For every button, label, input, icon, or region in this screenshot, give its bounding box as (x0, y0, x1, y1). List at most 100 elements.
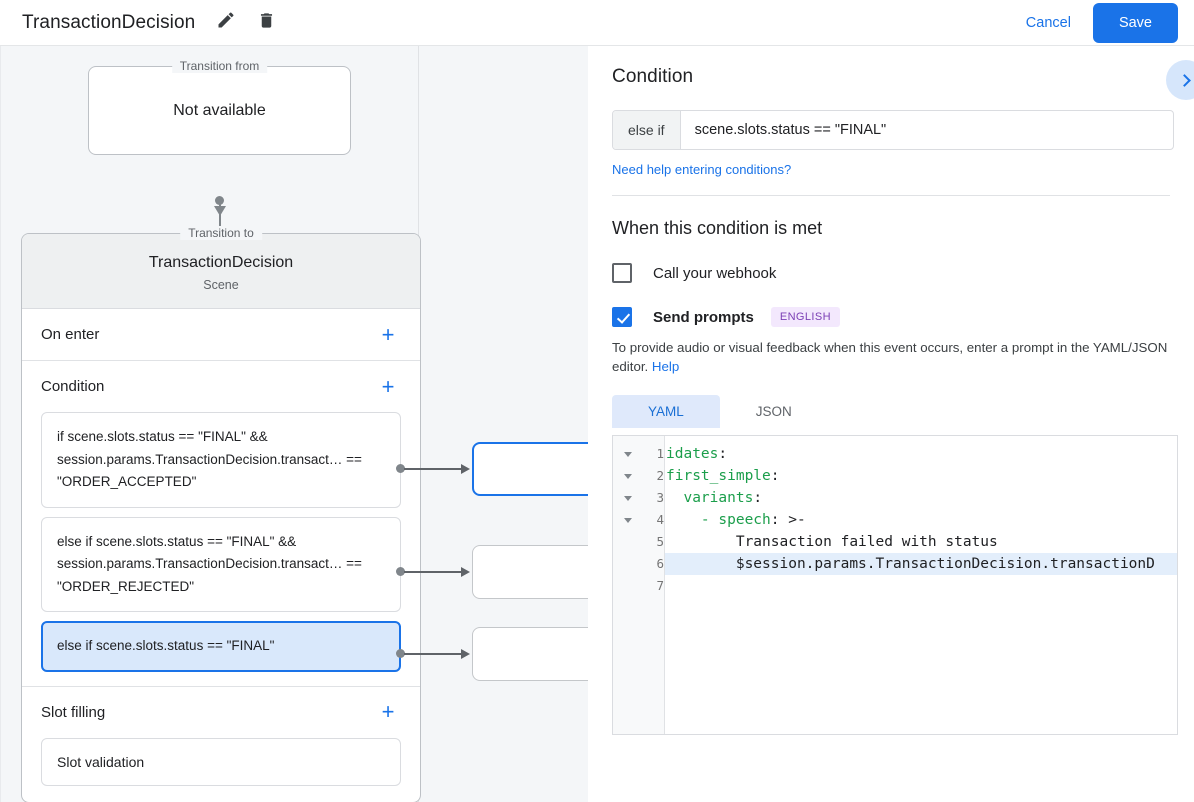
yaml-punctuation: : (718, 446, 728, 462)
condition-item-1[interactable]: if scene.slots.status == "FINAL" && sess… (41, 412, 401, 508)
delete-button[interactable] (249, 6, 283, 40)
tab-yaml[interactable]: YAML (612, 395, 720, 428)
line-number: 4 (656, 512, 664, 527)
code-indent (666, 512, 701, 528)
scene-card-type: Scene (203, 278, 239, 292)
send-prompts-checkbox[interactable] (612, 307, 632, 327)
connector-dot-condition-3 (396, 649, 405, 658)
save-button[interactable]: Save (1092, 2, 1178, 43)
pencil-icon (216, 10, 236, 35)
code-indent (666, 490, 683, 506)
code-line: $session.params.TransactionDecision.tran… (665, 553, 1177, 575)
section-title-condition: Condition (41, 378, 105, 395)
triangle-down-icon (624, 451, 632, 457)
condition-input[interactable] (680, 111, 1173, 149)
cancel-button[interactable]: Cancel (1012, 6, 1085, 40)
connector-arrow-down (213, 206, 226, 216)
slot-validation-item[interactable]: Slot validation (41, 737, 401, 786)
yaml-key: first_simple (666, 468, 771, 484)
editor-fold-gutter (613, 436, 643, 734)
panel-header: Condition else if Need help entering con… (588, 46, 1194, 196)
code-line (665, 575, 1177, 597)
yaml-editor[interactable]: 1 2 3 4 5 6 7 idates:first_simple: varia… (612, 435, 1178, 735)
yaml-punctuation: : (753, 490, 763, 506)
yaml-key: variants (683, 490, 754, 506)
code-line: - speech: >- (665, 509, 1177, 531)
scene-card-name: TransactionDecision (148, 254, 294, 271)
section-title-on-enter: On enter (41, 326, 100, 343)
connector-arrow-condition-1 (461, 463, 470, 474)
fold-toggle-6 (613, 553, 643, 575)
page-title: TransactionDecision (22, 11, 196, 33)
add-condition-button[interactable]: + (381, 373, 395, 399)
prompts-hint-text: To provide audio or visual feedback when… (612, 340, 1168, 374)
section-condition: Condition + if scene.slots.status == "FI… (22, 361, 420, 687)
connector-arrow-condition-2 (461, 566, 470, 577)
topbar-actions: Cancel Save (1012, 2, 1194, 43)
line-number: 5 (656, 534, 664, 549)
scene-card: Transition to TransactionDecision Scene … (21, 226, 421, 802)
connector-arrow-condition-3 (461, 648, 470, 659)
transition-from-value: Not available (173, 101, 266, 119)
connector-dot-from (215, 196, 224, 205)
code-line: first_simple: (665, 465, 1177, 487)
triangle-down-icon (624, 495, 632, 501)
yaml-key: - speech (700, 512, 771, 528)
transition-from-legend: Transition from (171, 59, 268, 73)
transition-from-node[interactable]: Transition from Not available (88, 59, 351, 155)
condition-item-3[interactable]: else if scene.slots.status == "FINAL" (41, 621, 401, 672)
transition-to-legend: Transition to (180, 226, 262, 240)
fold-toggle-7 (613, 575, 643, 597)
target-node-1[interactable] (472, 442, 588, 496)
chevron-right-icon (1178, 73, 1191, 87)
condition-prefix-label: else if (613, 111, 681, 149)
section-slot-filling: Slot filling + Slot validation (22, 687, 420, 786)
editor-code-area[interactable]: idates:first_simple: variants: - speech:… (665, 436, 1177, 734)
connector-line-condition-2 (404, 571, 464, 573)
target-node-2[interactable] (472, 545, 588, 599)
panel-heading: Condition (612, 66, 694, 87)
connector-dot-condition-1 (396, 464, 405, 473)
top-app-bar: TransactionDecision Cancel Save (0, 0, 1194, 46)
code-indent (666, 534, 736, 550)
condition-help-link[interactable]: Need help entering conditions? (612, 162, 792, 177)
prompts-hint: To provide audio or visual feedback when… (612, 338, 1168, 376)
fold-toggle-3[interactable] (613, 487, 643, 509)
fold-toggle-4[interactable] (613, 509, 643, 531)
condition-list: if scene.slots.status == "FINAL" && sess… (41, 412, 401, 686)
scene-graph-canvas[interactable]: Transition from Not available Transition… (0, 46, 588, 802)
trash-icon (257, 11, 276, 35)
yaml-key: idates (666, 446, 719, 462)
language-badge: ENGLISH (770, 307, 840, 327)
yaml-value: Transaction failed with status (735, 534, 998, 550)
section-on-enter: On enter + (22, 309, 420, 361)
add-slot-filling-button[interactable]: + (381, 699, 395, 724)
when-met-heading: When this condition is met (612, 218, 823, 238)
when-condition-met-section: When this condition is met Call your web… (588, 196, 1194, 735)
call-webhook-checkbox[interactable] (612, 263, 632, 283)
line-number: 1 (656, 446, 664, 461)
call-webhook-label: Call your webhook (653, 264, 777, 282)
yaml-punctuation: : (770, 468, 780, 484)
prompts-help-link[interactable]: Help (651, 359, 680, 374)
yaml-value: $session.params.TransactionDecision.tran… (735, 556, 1155, 572)
expand-panel-button[interactable] (1166, 60, 1194, 100)
code-line: variants: (665, 487, 1177, 509)
add-on-enter-button[interactable]: + (381, 321, 395, 347)
condition-item-2[interactable]: else if scene.slots.status == "FINAL" &&… (41, 516, 401, 612)
panel-divider (612, 195, 1170, 196)
scene-card-header[interactable]: Transition to TransactionDecision Scene (22, 226, 420, 309)
target-node-3[interactable] (472, 627, 588, 681)
fold-toggle-5 (613, 531, 643, 553)
connector-dot-condition-2 (396, 567, 405, 576)
tab-json[interactable]: JSON (755, 404, 792, 419)
fold-toggle-1[interactable] (613, 443, 643, 465)
edit-name-button[interactable] (209, 6, 243, 40)
yaml-punctuation: : >- (770, 512, 806, 528)
line-number: 6 (656, 556, 664, 571)
webhook-row: Call your webhook (612, 263, 1170, 283)
triangle-down-icon (624, 473, 632, 479)
fold-toggle-2[interactable] (613, 465, 643, 487)
code-indent (666, 556, 736, 572)
line-number: 2 (656, 468, 664, 483)
